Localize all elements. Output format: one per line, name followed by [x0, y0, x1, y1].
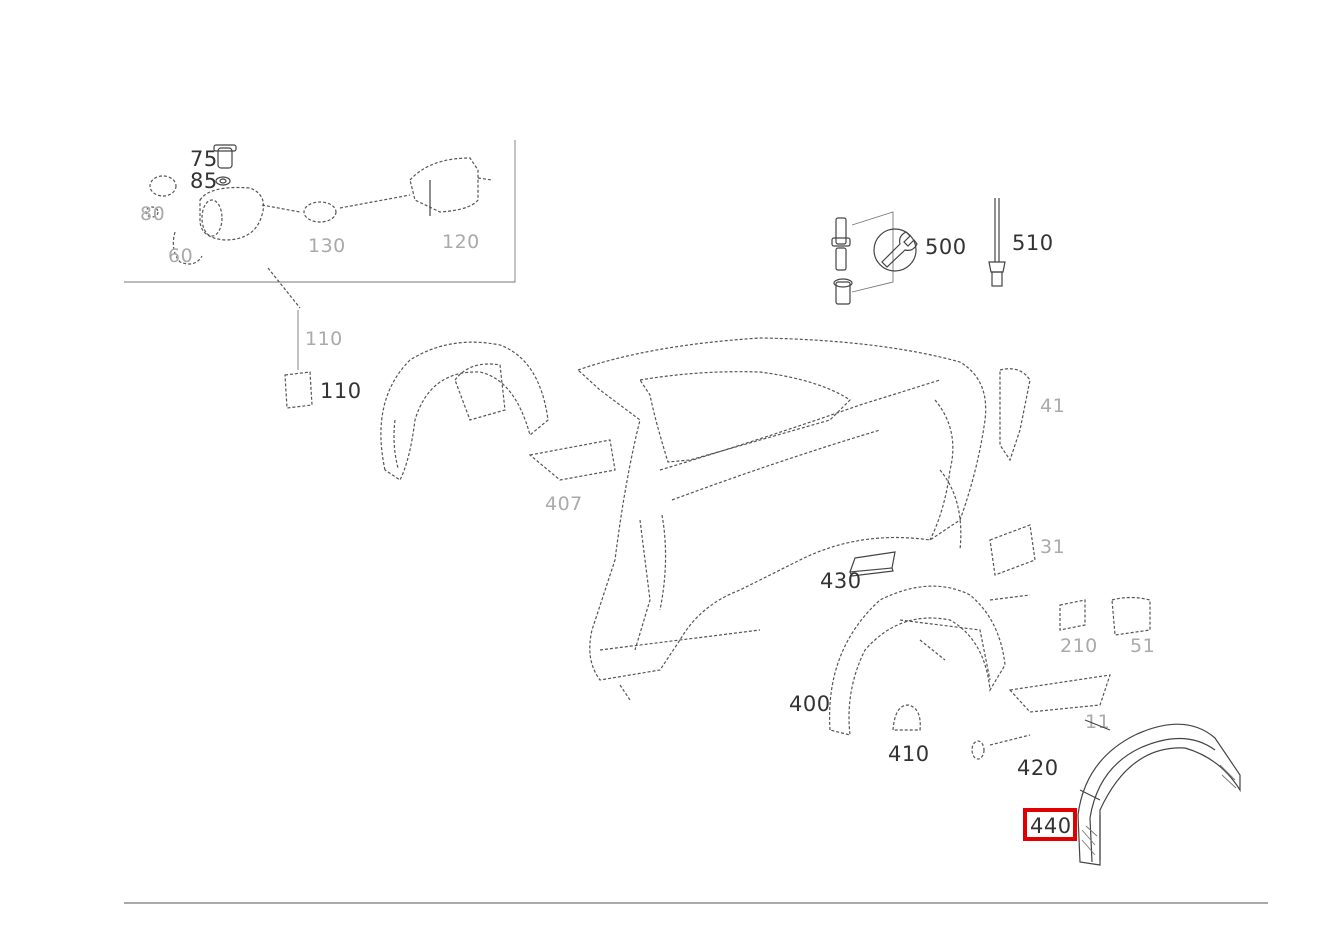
- callout-110[interactable]: 110: [320, 379, 362, 403]
- highlight-box: [1023, 808, 1077, 841]
- svg-text:130: 130: [308, 235, 346, 257]
- body-side-panel: [576, 337, 987, 701]
- svg-text:120: 120: [442, 231, 480, 253]
- svg-text:80: 80: [140, 203, 165, 225]
- callout-500[interactable]: 500: [925, 235, 967, 259]
- hose-110: 110: [267, 267, 343, 409]
- rivet-510: [988, 198, 1006, 287]
- svg-text:41: 41: [1040, 395, 1065, 417]
- front-wheelarch-liner: 407: [380, 341, 616, 515]
- tool-set-500: [831, 211, 918, 305]
- callout-440[interactable]: 440: [1030, 814, 1072, 838]
- svg-text:407: 407: [545, 493, 583, 515]
- svg-text:210: 210: [1060, 635, 1098, 657]
- rear-corner-parts: 41 31 210 51 11: [989, 368, 1155, 733]
- screw-420: [971, 734, 1031, 760]
- inset-parts-drawing: 80 60 130 120: [140, 144, 493, 267]
- callout-510[interactable]: 510: [1012, 231, 1054, 255]
- svg-text:60: 60: [168, 245, 193, 267]
- pad-430: [849, 551, 896, 577]
- callout-85[interactable]: 85: [190, 169, 218, 193]
- inset-detail: 80 60 130 120 75 85: [124, 140, 516, 283]
- callout-420[interactable]: 420: [1017, 756, 1059, 780]
- callout-400[interactable]: 400: [789, 692, 831, 716]
- callout-410[interactable]: 410: [888, 742, 930, 766]
- callout-75[interactable]: 75: [190, 147, 218, 171]
- callout-430[interactable]: 430: [820, 569, 862, 593]
- svg-text:31: 31: [1040, 536, 1065, 558]
- rear-wheelarch-liner-400: [828, 585, 1006, 736]
- clip-410: [892, 704, 921, 731]
- svg-text:110: 110: [305, 328, 343, 350]
- svg-text:51: 51: [1130, 635, 1155, 657]
- wheelarch-lining-440: [1077, 719, 1241, 866]
